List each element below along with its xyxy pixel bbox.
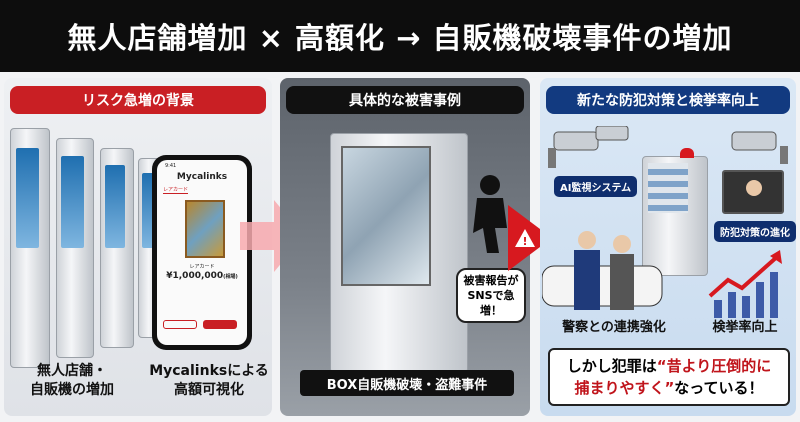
- security-camera-icon: [548, 126, 629, 168]
- phone-time: 9:41: [165, 163, 177, 169]
- prevention-evolution-tag: 防犯対策の進化: [714, 221, 796, 242]
- rising-chart-icon: [708, 250, 782, 318]
- police-caption: 警察との連携強化: [562, 320, 666, 335]
- thief-icon: [473, 175, 507, 253]
- trading-card-image: [185, 200, 225, 258]
- speech-bubble: 被害報告が SNSで急増！: [456, 268, 526, 323]
- phone-button[interactable]: [203, 320, 237, 329]
- svg-text:!: !: [522, 235, 527, 248]
- app-name: Mycalinks: [176, 172, 228, 182]
- conclusion-prefix: しかし犯罪は: [566, 357, 657, 375]
- phone-button[interactable]: [163, 320, 197, 329]
- conclusion-suffix: なっている！: [674, 379, 764, 397]
- damage-panel: 具体的な被害事例 被害報告が SNSで急増！ BOX自販機破壊・盗難事件: [280, 78, 530, 416]
- card-price: ¥1,000,000: [166, 271, 224, 281]
- card-label: レアカード: [189, 264, 215, 270]
- warning-icon: !: [515, 229, 535, 248]
- arrest-rate-caption: 検挙率向上: [712, 320, 778, 335]
- page-title: 無人店舗増加 × 高額化 → 自販機破壊事件の増加: [0, 0, 800, 72]
- broken-vending-machine: [330, 133, 468, 373]
- panel-header: リスク急増の背景: [10, 86, 266, 114]
- prevention-panel: 新たな防犯対策と検挙率向上 AI監視システム 防犯対策の進化 警察との連携強化 …: [540, 78, 796, 416]
- security-camera-icon: [731, 131, 788, 164]
- smartphone: 9:41 Mycalinks レアカード レアカード ¥1,000,000(相場…: [152, 155, 252, 350]
- price-note: (相場): [223, 274, 238, 280]
- face-recognition-monitor: [722, 170, 784, 214]
- panel-header: 具体的な被害事例: [286, 86, 524, 114]
- ai-monitoring-tag: AI監視システム: [554, 176, 638, 197]
- vending-machine: [56, 138, 94, 358]
- conclusion-box: しかし犯罪は“昔より圧倒的に 捕まりやすく”なっている！: [548, 348, 790, 406]
- alarm-light-icon: [680, 148, 694, 158]
- caption-unmanned-stores: 無人店舗・ 自販機の増加: [30, 363, 114, 398]
- secured-vending-machine: [642, 156, 708, 276]
- vending-machine: [10, 128, 50, 368]
- conclusion-highlight: “昔より圧倒的に 捕まりやすく”: [574, 357, 772, 397]
- caption-mycalinks: Mycalinksによる 高額可視化: [149, 363, 269, 398]
- tab-rare-card[interactable]: レアカード: [163, 187, 189, 194]
- police-arrest-illustration: [542, 231, 663, 310]
- incident-label: BOX自販機破壊・盗難事件: [300, 370, 514, 396]
- vending-machine: [100, 148, 134, 348]
- panel-header: 新たな防犯対策と検挙率向上: [546, 86, 790, 114]
